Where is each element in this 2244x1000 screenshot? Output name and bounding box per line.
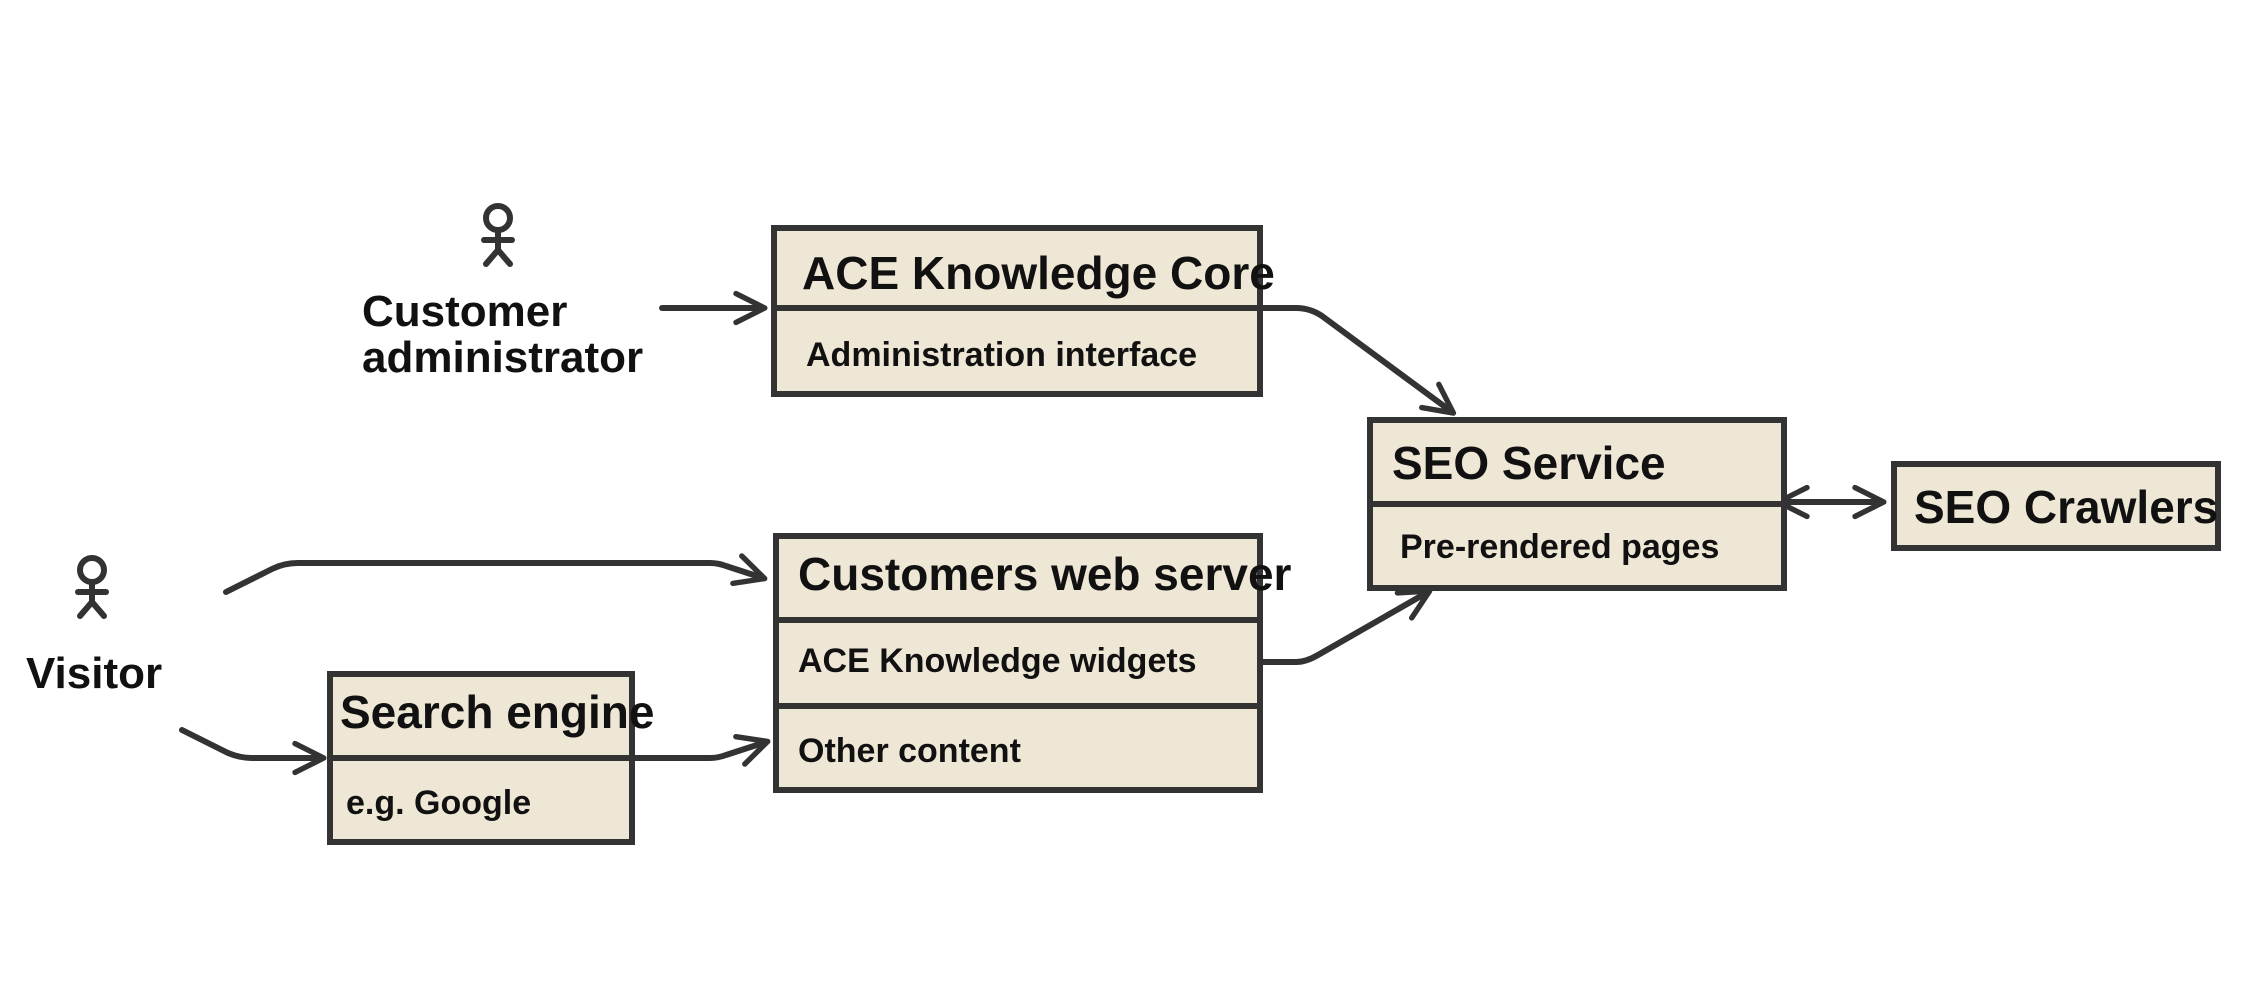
- arrow-search-to-webserver: [627, 733, 771, 767]
- seo-crawlers-box: SEO Crawlers: [1891, 461, 2221, 551]
- search-engine-box: Search engine e.g. Google: [327, 671, 654, 845]
- ace-core-sub: Administration interface: [806, 336, 1197, 374]
- seo-service-title: SEO Service: [1392, 437, 1666, 489]
- customer-admin-actor: Customer administrator: [362, 203, 643, 382]
- ace-knowledge-core-box: ACE Knowledge Core Administration interf…: [771, 225, 1275, 397]
- customer-admin-label-line2: administrator: [362, 333, 643, 382]
- seo-service-box: SEO Service Pre-rendered pages: [1367, 417, 1787, 591]
- arrow-webserver-to-seo: [1253, 588, 1433, 665]
- ace-core-title: ACE Knowledge Core: [802, 247, 1275, 299]
- seo-crawlers-title: SEO Crawlers: [1914, 481, 2218, 533]
- arrow-core-to-seo: [1253, 305, 1457, 416]
- seo-service-sub: Pre-rendered pages: [1400, 528, 1719, 566]
- arrow-visitor-to-search: [179, 727, 327, 776]
- visitor-actor: Visitor: [26, 555, 162, 698]
- search-engine-sub: e.g. Google: [346, 784, 531, 822]
- arrow-visitor-to-webserver: [223, 553, 768, 595]
- customers-web-server-box: Customers web server ACE Knowledge widge…: [773, 533, 1292, 793]
- customer-admin-label-line1: Customer: [362, 287, 567, 336]
- web-server-widgets: ACE Knowledge widgets: [798, 642, 1197, 680]
- search-engine-title: Search engine: [340, 686, 654, 738]
- stick-figure-icon: [481, 203, 515, 267]
- stick-figure-icon: [75, 555, 109, 619]
- web-server-other-content: Other content: [798, 732, 1021, 770]
- visitor-label: Visitor: [26, 649, 162, 698]
- web-server-title: Customers web server: [798, 548, 1292, 600]
